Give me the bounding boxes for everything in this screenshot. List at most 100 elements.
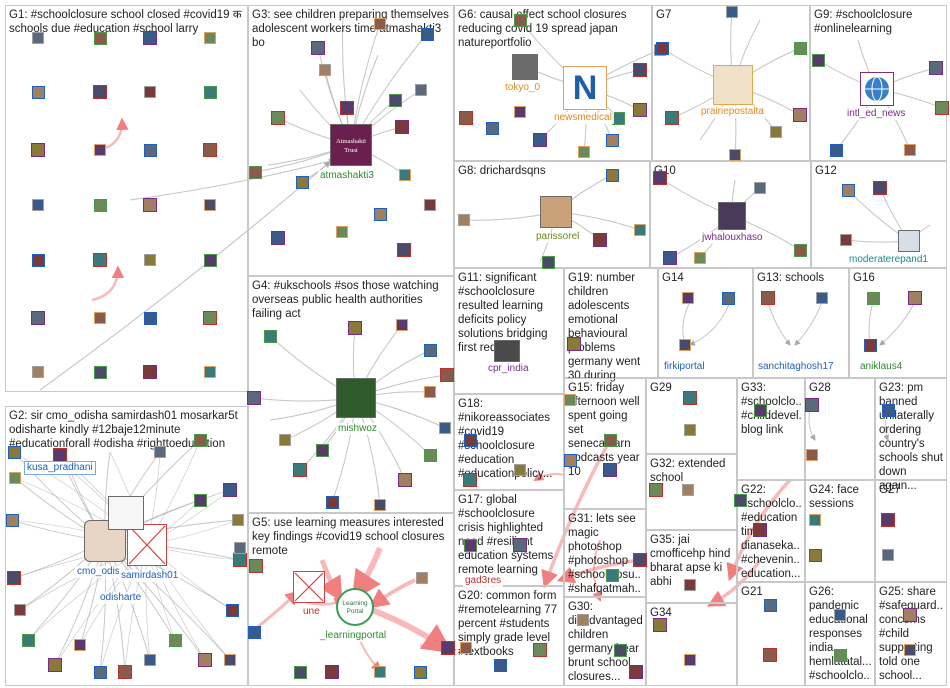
user-avatar-node[interactable] [32, 199, 44, 211]
user-avatar-node[interactable] [398, 473, 412, 487]
user-avatar-node[interactable] [424, 386, 436, 398]
user-avatar-node[interactable] [683, 391, 697, 405]
user-avatar-node[interactable] [14, 604, 26, 616]
user-avatar-node[interactable] [93, 365, 107, 379]
user-avatar-node[interactable] [809, 514, 821, 526]
jwhalouxhaso-avatar[interactable] [718, 202, 746, 230]
user-avatar-node[interactable] [793, 243, 807, 257]
user-avatar-node[interactable] [834, 609, 846, 621]
user-avatar-node[interactable] [415, 84, 427, 96]
user-avatar-node[interactable] [593, 233, 607, 247]
user-avatar-node[interactable] [881, 403, 895, 417]
user-avatar-node[interactable] [31, 253, 45, 267]
user-avatar-node[interactable] [684, 424, 696, 436]
user-avatar-node[interactable] [293, 665, 307, 679]
user-avatar-node[interactable] [311, 41, 325, 55]
user-avatar-node[interactable] [271, 231, 285, 245]
user-avatar-node[interactable] [513, 13, 527, 27]
user-avatar-node[interactable] [144, 654, 156, 666]
user-avatar-node[interactable] [154, 446, 166, 458]
user-avatar-node[interactable] [74, 639, 86, 651]
atmashakti-trust-logo[interactable]: Atmashakti Trust [330, 124, 372, 166]
user-avatar-node[interactable] [904, 644, 916, 656]
user-avatar-node[interactable] [93, 85, 107, 99]
user-avatar-node[interactable] [763, 648, 777, 662]
user-avatar-node[interactable] [93, 31, 107, 45]
user-avatar-node[interactable] [395, 120, 409, 134]
user-avatar-node[interactable] [32, 32, 44, 44]
user-avatar-node[interactable] [5, 513, 19, 527]
user-avatar-node[interactable] [271, 111, 285, 125]
user-avatar-node[interactable] [726, 6, 738, 18]
user-avatar-node[interactable] [665, 111, 679, 125]
user-avatar-node[interactable] [463, 433, 477, 447]
user-avatar-node[interactable] [388, 93, 402, 107]
user-avatar-node[interactable] [633, 63, 647, 77]
user-avatar-node[interactable] [694, 252, 706, 264]
user-avatar-node[interactable] [397, 243, 411, 257]
user-avatar-node[interactable] [31, 143, 45, 157]
prairiepostalta-node[interactable] [713, 65, 753, 105]
user-avatar-node[interactable] [908, 291, 922, 305]
user-avatar-node[interactable] [53, 448, 67, 462]
user-avatar-node[interactable] [903, 608, 917, 622]
user-avatar-node[interactable] [881, 513, 895, 527]
user-avatar-node[interactable] [578, 146, 590, 158]
user-avatar-node[interactable] [605, 568, 619, 582]
user-avatar-node[interactable] [315, 443, 329, 457]
user-avatar-node[interactable] [293, 463, 307, 477]
user-avatar-node[interactable] [248, 165, 262, 179]
user-avatar-node[interactable] [682, 292, 694, 304]
user-avatar-node[interactable] [753, 403, 767, 417]
cpr-india-node[interactable] [494, 340, 520, 362]
odisharte-node[interactable] [108, 496, 144, 530]
user-avatar-node[interactable] [441, 641, 455, 655]
user-avatar-node[interactable] [94, 144, 106, 156]
user-avatar-node[interactable] [399, 169, 411, 181]
user-avatar-node[interactable] [663, 251, 677, 265]
user-avatar-node[interactable] [143, 311, 157, 325]
user-avatar-node[interactable] [829, 143, 843, 157]
user-avatar-node[interactable] [168, 633, 182, 647]
user-avatar-node[interactable] [374, 666, 386, 678]
user-avatar-node[interactable] [203, 253, 217, 267]
user-avatar-node[interactable] [653, 171, 667, 185]
user-avatar-node[interactable] [416, 572, 428, 584]
user-avatar-node[interactable] [679, 339, 691, 351]
user-avatar-node[interactable] [234, 542, 246, 554]
user-avatar-node[interactable] [439, 422, 451, 434]
user-avatar-node[interactable] [193, 433, 207, 447]
newsmedical-logo[interactable]: N [563, 66, 607, 110]
user-avatar-node[interactable] [247, 391, 261, 405]
samirdash01-node[interactable] [127, 524, 167, 566]
user-avatar-node[interactable] [753, 523, 767, 537]
user-avatar-node[interactable] [48, 658, 62, 672]
user-avatar-node[interactable] [605, 133, 619, 147]
user-avatar-node[interactable] [463, 473, 477, 487]
user-avatar-node[interactable] [423, 343, 437, 357]
user-avatar-node[interactable] [806, 449, 818, 461]
user-avatar-node[interactable] [7, 571, 21, 585]
user-avatar-node[interactable] [224, 654, 236, 666]
user-avatar-node[interactable] [808, 548, 822, 562]
user-avatar-node[interactable] [533, 133, 547, 147]
user-avatar-node[interactable] [420, 27, 434, 41]
user-avatar-node[interactable] [866, 291, 880, 305]
user-avatar-node[interactable] [348, 321, 362, 335]
user-avatar-node[interactable] [564, 394, 576, 406]
user-avatar-node[interactable] [793, 41, 807, 55]
user-avatar-node[interactable] [816, 292, 828, 304]
user-avatar-node[interactable] [396, 319, 408, 331]
user-avatar-node[interactable] [21, 633, 35, 647]
user-avatar-node[interactable] [32, 366, 44, 378]
user-avatar-node[interactable] [203, 311, 217, 325]
user-avatar-node[interactable] [763, 598, 777, 612]
user-avatar-node[interactable] [514, 106, 526, 118]
user-avatar-node[interactable] [633, 553, 647, 567]
user-avatar-node[interactable] [143, 31, 157, 45]
user-avatar-node[interactable] [340, 101, 354, 115]
user-avatar-node[interactable] [629, 665, 643, 679]
user-avatar-node[interactable] [325, 495, 339, 509]
user-avatar-node[interactable] [204, 366, 216, 378]
user-avatar-node[interactable] [682, 484, 694, 496]
